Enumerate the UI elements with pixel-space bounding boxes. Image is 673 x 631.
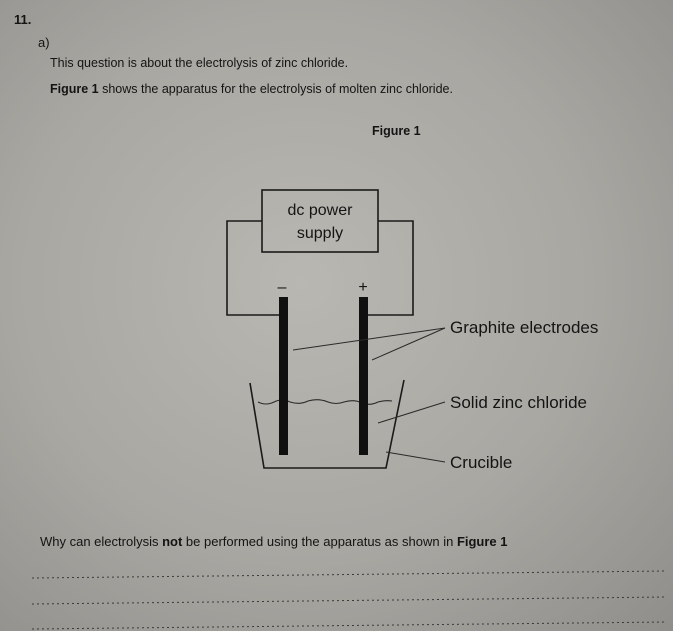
question-prompt-figure: Figure 1 <box>456 534 508 549</box>
positive-sign: + <box>358 279 367 296</box>
question-number: 11. <box>14 12 32 27</box>
leader-crucible <box>385 451 446 463</box>
zinc-chloride-surface <box>257 399 393 405</box>
answer-line-3[interactable] <box>31 621 668 630</box>
figure-reference-bold: Figure 1 <box>50 82 99 96</box>
figure-reference: Figure 1 shows the apparatus for the ele… <box>50 82 453 96</box>
question-part: a) <box>38 35 50 50</box>
label-crucible: Crucible <box>450 453 512 472</box>
question-intro: This question is about the electrolysis … <box>50 56 349 70</box>
positive-wire <box>364 220 414 316</box>
answer-line-1[interactable] <box>31 570 668 579</box>
figure-reference-text: shows the apparatus for the electrolysis… <box>98 82 453 96</box>
label-solid-zinc-chloride: Solid zinc chloride <box>450 393 587 412</box>
power-supply-box <box>261 189 379 253</box>
question-prompt-bold: not <box>162 534 183 549</box>
leader-electrode-right <box>371 327 446 361</box>
positive-electrode <box>359 297 368 455</box>
question-prompt-start: Why can electrolysis <box>40 534 163 549</box>
negative-wire <box>226 220 284 316</box>
question-prompt: Why can electrolysis not be performed us… <box>40 534 508 549</box>
power-supply-label-line1: dc power <box>288 202 354 219</box>
label-graphite-electrodes: Graphite electrodes <box>450 318 598 337</box>
leader-electrode-left <box>292 327 446 351</box>
negative-electrode <box>279 297 288 455</box>
answer-line-2[interactable] <box>31 596 668 605</box>
power-supply-label-line2: supply <box>297 225 343 242</box>
leader-solid <box>377 401 446 424</box>
question-prompt-middle: be performed using the apparatus as show… <box>182 534 457 549</box>
crucible <box>249 379 405 469</box>
negative-sign: – <box>278 279 287 296</box>
figure-title: Figure 1 <box>372 124 421 138</box>
